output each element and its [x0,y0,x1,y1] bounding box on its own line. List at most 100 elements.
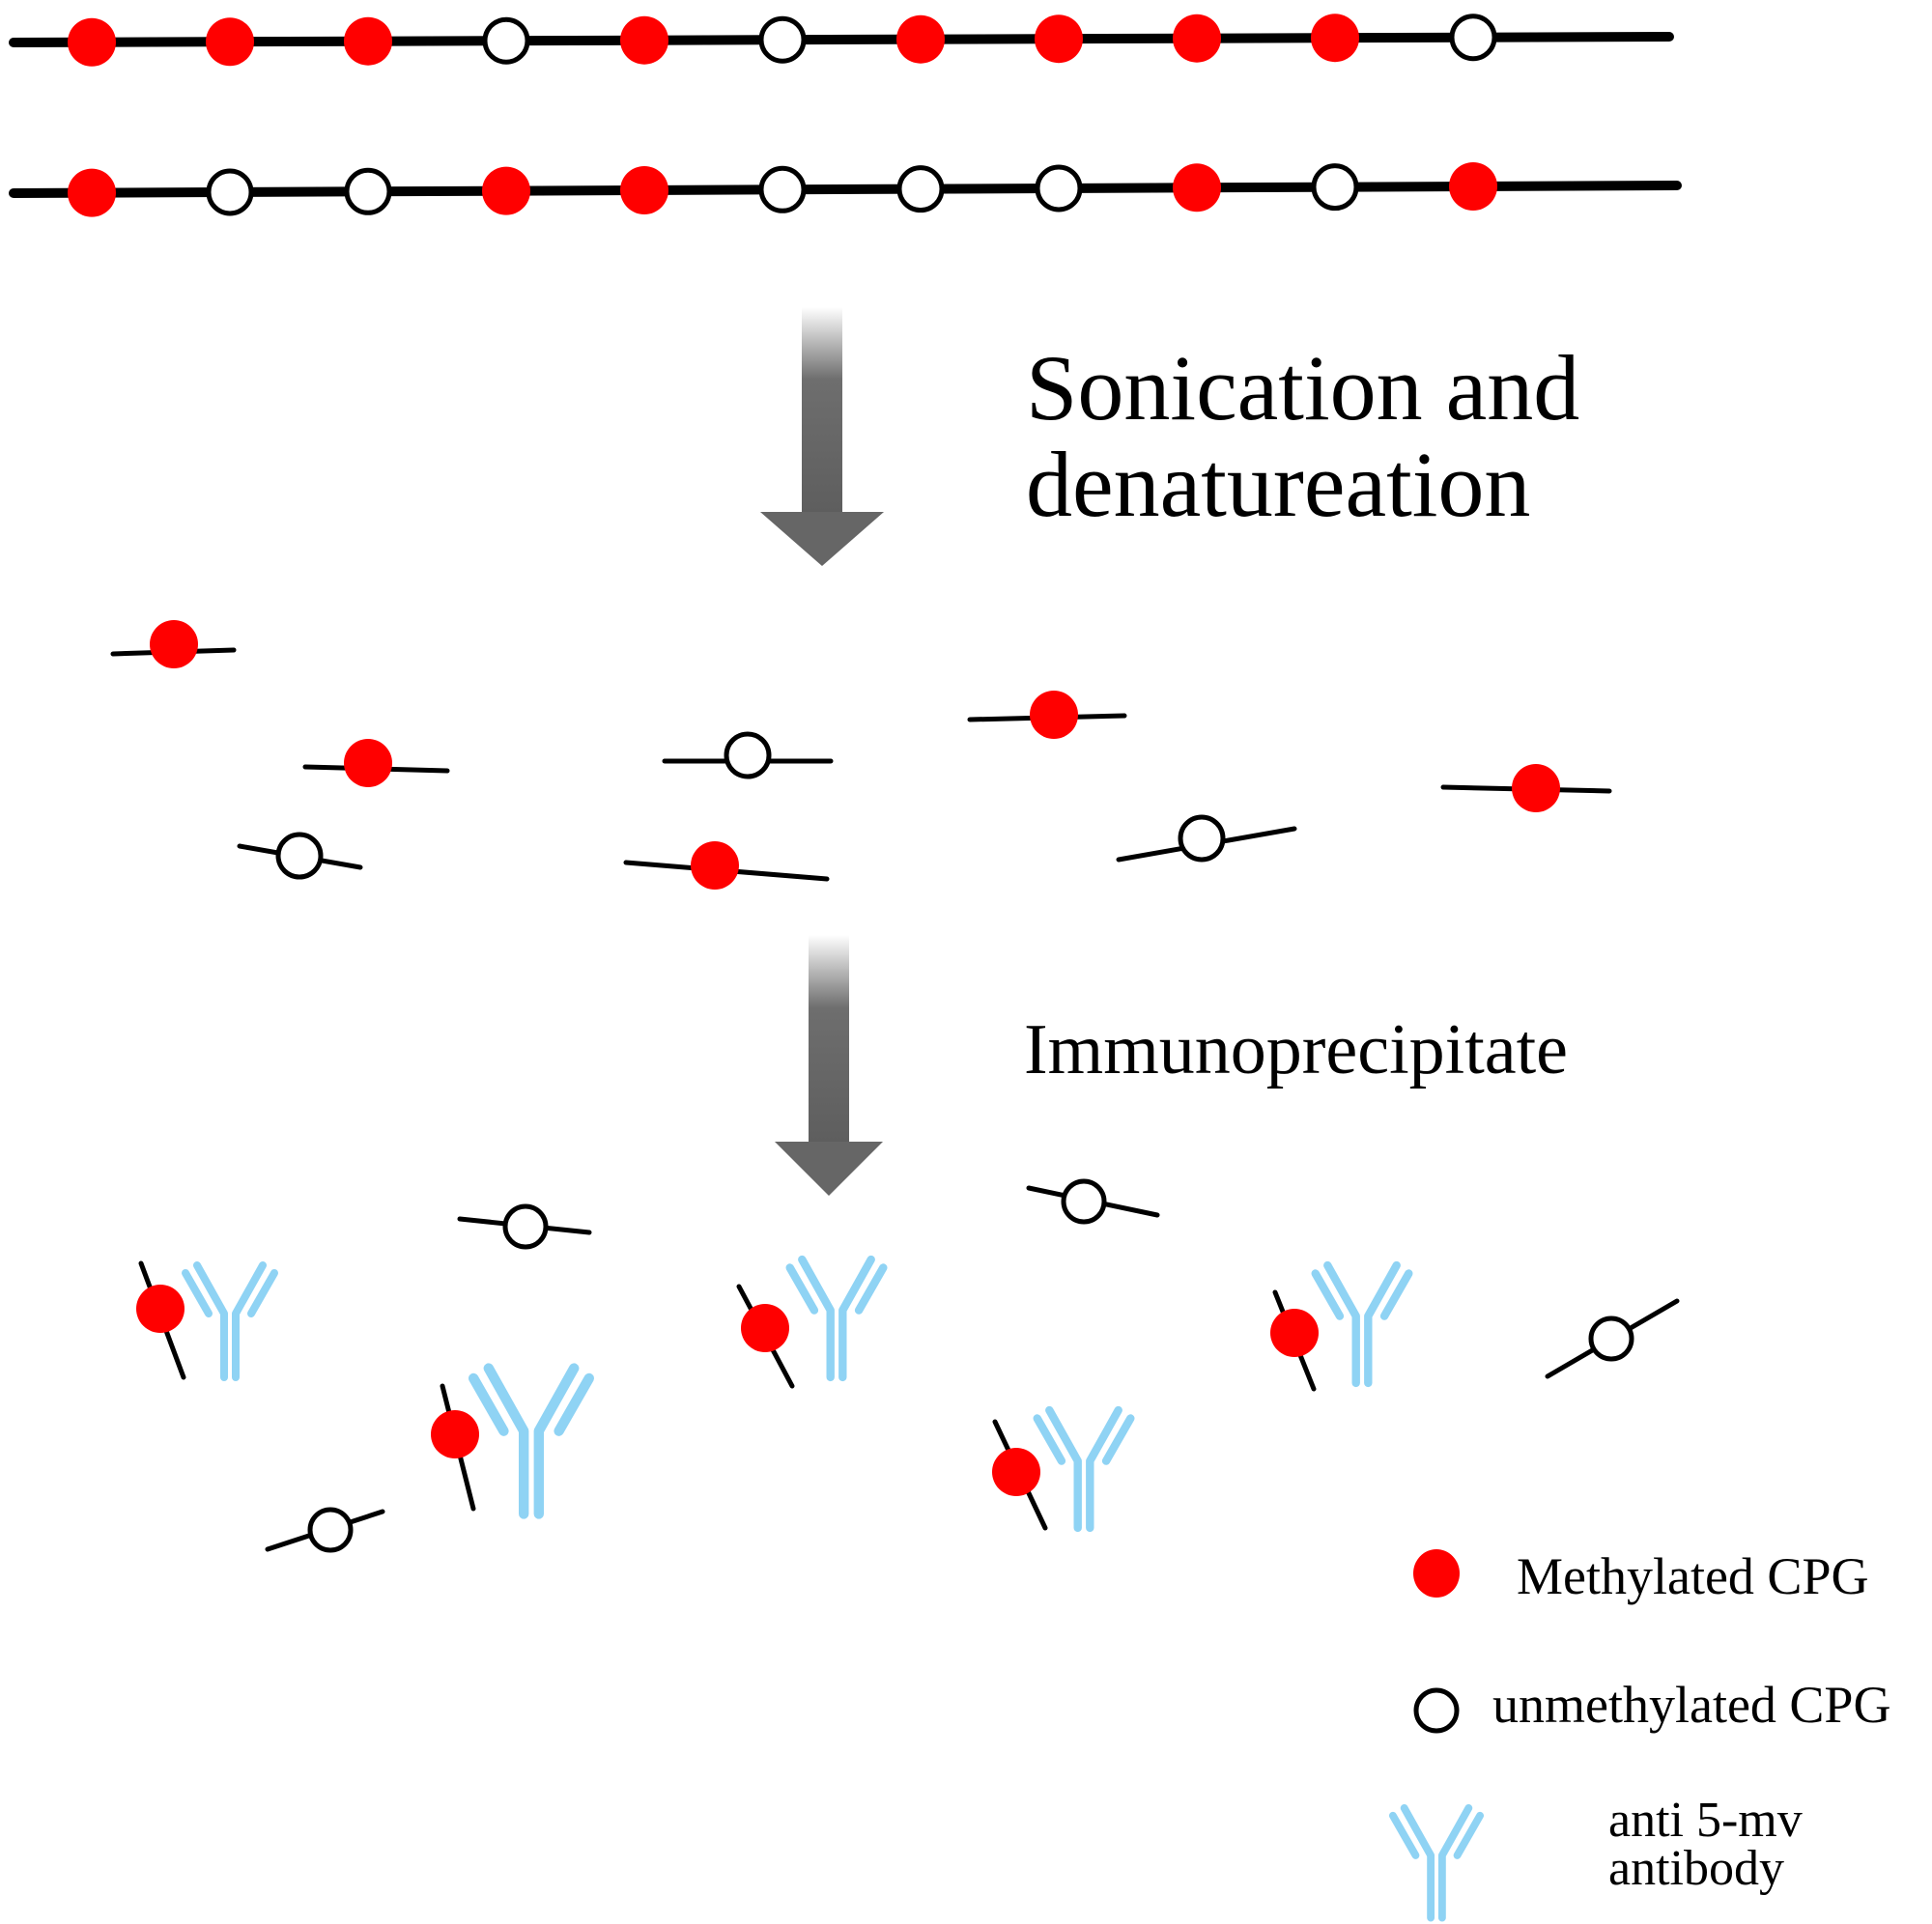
dna-fragment [237,832,363,880]
process-arrows [760,307,884,1196]
unmethylated-cpg-icon [482,16,530,65]
dna-strand-line [9,32,1674,47]
unmethylated-cpg-icon [275,832,324,880]
down-arrow-icon [760,307,884,566]
unmethylated-cpg-icon [758,165,807,213]
methylated-cpg-icon [150,620,198,668]
antibody-heavy-chain [483,1363,529,1519]
dna-strand-line [9,181,1682,198]
dna-fragment [1116,814,1297,863]
antibody-light-chain [1101,1414,1135,1465]
unmethylated-cpg-icon [1311,163,1359,212]
open-circle-icon [1413,1687,1460,1734]
dna-strands [9,14,1682,217]
antibody-bound-fragment [431,1363,594,1519]
legend-icons [1388,1549,1485,1922]
antibody-icon [182,1261,278,1381]
methylated-cpg-icon [1512,764,1560,812]
antibody-light-chain [554,1372,594,1436]
legend-label-methylated: Methylated CPG [1517,1547,1869,1605]
free-unmethylated-fragment [1026,1178,1160,1225]
methylated-cpg-icon [344,739,392,787]
antibody-light-chain [182,1269,213,1317]
antibody-icon [469,1363,594,1519]
methylated-cpg-icon [1449,161,1497,211]
unmethylated-cpg-icon [307,1507,354,1553]
antibody-light-chain [469,1372,509,1436]
antibody-heavy-chain [1086,1405,1122,1533]
step-label-sonication: Sonication and denatureation [1026,340,1579,533]
free-unmethylated-fragment [1545,1298,1680,1379]
dna-fragment [1440,764,1612,812]
dna-fragment [302,739,450,787]
arrow-head [760,512,884,566]
antibody-heavy-chain [232,1261,267,1381]
sonicated-fragments [110,620,1612,890]
antibody-icon [1388,1804,1485,1922]
antibody-heavy-chain [1323,1260,1360,1388]
antibody-bound-fragment [1270,1260,1413,1392]
methylated-cpg-icon [1173,14,1221,63]
methylated-cpg-icon [691,841,739,890]
dna-fragment [110,620,237,668]
antibody-light-chain [1033,1414,1066,1465]
antibody-light-chain [785,1263,819,1315]
antibody-heavy-chain [838,1255,875,1382]
arrow-head [775,1142,883,1196]
antibody-heavy-chain [533,1363,580,1519]
antibody-icon [1311,1260,1413,1388]
antibody-light-chain [1388,1811,1420,1859]
strand-bottom [9,161,1682,217]
step-label-line: Sonication and [1026,336,1580,439]
antibody-light-chain [1311,1269,1345,1320]
antibody-heavy-chain [1437,1804,1473,1922]
strand-top [9,14,1674,67]
step-label-immunoprecipitate: Immunoprecipitate [1024,1010,1569,1089]
antibody-icon [785,1255,888,1382]
unmethylated-cpg-icon [1449,14,1497,62]
methylated-cpg-icon [431,1410,479,1458]
antibody-bound-fragment [992,1405,1135,1533]
antibody-heavy-chain [1364,1260,1401,1388]
dna-fragment [967,691,1127,739]
antibody-heavy-chain [798,1255,835,1382]
dna-fragment [623,841,830,890]
antibody-heavy-chain [1400,1804,1435,1922]
methylated-cpg-icon [1035,14,1083,64]
free-unmethylated-fragment [457,1203,592,1250]
antibody-light-chain [1453,1811,1485,1859]
unmethylated-cpg-icon [1035,164,1083,212]
antibody-light-chain [854,1263,888,1315]
antibody-heavy-chain [193,1261,228,1381]
methylated-cpg-icon [620,15,668,65]
methylated-cpg-icon [1311,14,1359,63]
unmethylated-cpg-icon [758,15,807,64]
down-arrow-icon [775,935,883,1196]
methylated-cpg-icon [992,1448,1040,1496]
antibody-heavy-chain [1045,1405,1082,1533]
methylated-cpg-icon [482,166,530,215]
antibody-icon [1033,1405,1135,1533]
unmethylated-cpg-icon [1588,1316,1634,1362]
methylated-cpg-icon [68,168,116,217]
arrow-shaft [802,307,842,514]
unmethylated-cpg-icon [1178,814,1226,863]
methylated-cpg-icon [741,1304,789,1352]
methylated-cpg-icon [1173,163,1221,212]
methylated-cpg-icon [136,1285,185,1333]
free-unmethylated-fragment [265,1507,385,1553]
legend-label-unmethylated: unmethylated CPG [1492,1676,1891,1734]
methylated-cpg-icon [896,14,945,64]
antibody-bound-fragment [736,1255,888,1389]
legend-label-line: antibody [1608,1841,1784,1896]
methylated-cpg-icon [68,17,116,67]
legend-label-line: anti 5-mv [1608,1793,1803,1848]
step-label-line: denatureation [1026,433,1531,536]
unmethylated-cpg-icon [206,168,254,216]
unmethylated-cpg-icon [344,167,392,215]
unmethylated-cpg-icon [896,165,945,213]
methylated-cpg-icon [206,17,254,67]
filled-red-circle-icon [1413,1549,1460,1598]
immunoprecipitation-region [136,1178,1680,1553]
